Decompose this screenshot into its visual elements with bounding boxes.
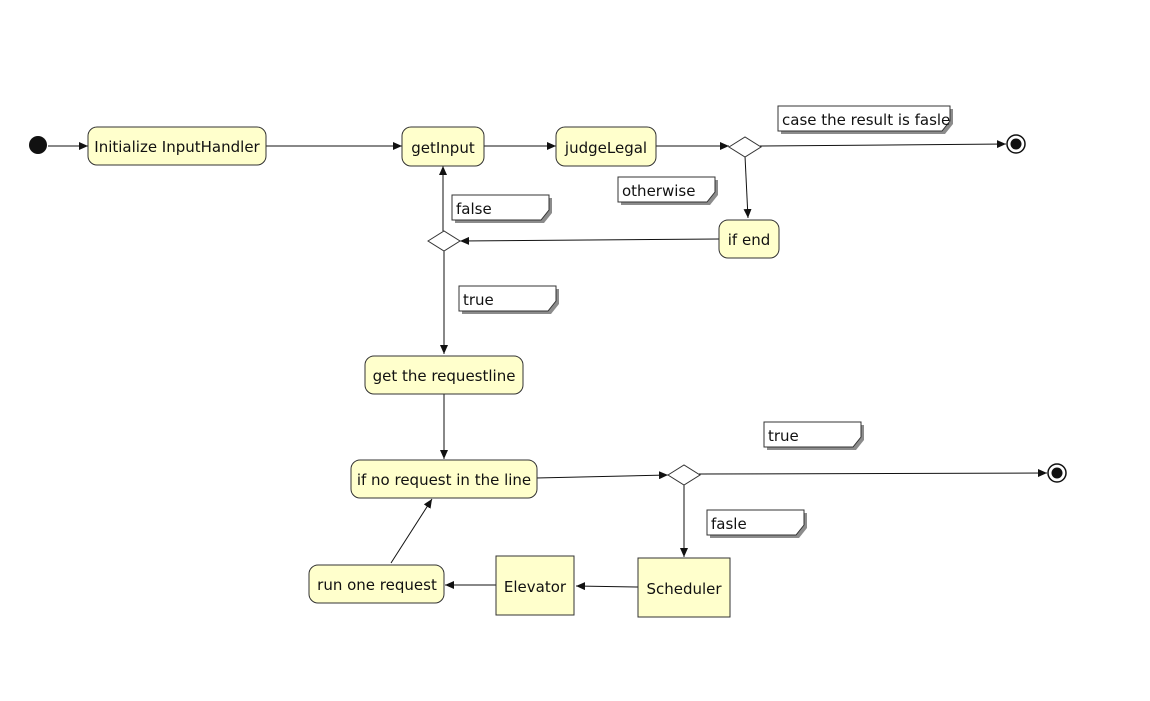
decision-legal xyxy=(728,136,762,158)
decision-end xyxy=(427,230,461,252)
note-false: false xyxy=(451,194,552,223)
edge-decision-to-end-top xyxy=(759,140,1007,149)
node-getinput-label: getInput xyxy=(411,139,475,157)
node-run-one-request-label: run one request xyxy=(317,576,437,594)
note-true-down-text: true xyxy=(463,291,494,309)
edge-ifend-to-decision2 xyxy=(459,236,720,245)
note-true-right: true xyxy=(763,421,864,450)
node-elevator: Elevator xyxy=(495,555,575,616)
note-otherwise: otherwise xyxy=(617,176,718,205)
note-true-right-text: true xyxy=(768,427,799,445)
node-judgelegal: judgeLegal xyxy=(555,126,657,167)
node-scheduler: Scheduler xyxy=(637,557,731,618)
note-true-down: true xyxy=(458,285,559,314)
note-case-false: case the result is fasle xyxy=(777,105,953,134)
node-initialize-inputhandler-label: Initialize InputHandler xyxy=(94,138,260,156)
node-if-no-request: if no request in the line xyxy=(350,459,538,499)
end-node-bottom xyxy=(1047,463,1067,483)
note-fasle-text: fasle xyxy=(711,515,747,533)
edge-decision-to-ifend xyxy=(743,155,752,219)
node-run-one-request: run one request xyxy=(308,564,445,604)
end-node-top xyxy=(1006,134,1026,154)
node-if-end-label: if end xyxy=(728,231,770,249)
node-if-end: if end xyxy=(718,219,780,259)
note-case-false-text: case the result is fasle xyxy=(782,111,950,129)
node-initialize-inputhandler: Initialize InputHandler xyxy=(87,126,267,166)
node-get-requestline: get the requestline xyxy=(364,355,524,395)
node-getinput: getInput xyxy=(401,126,485,167)
node-scheduler-label: Scheduler xyxy=(646,580,722,598)
decision-request xyxy=(667,464,701,486)
note-fasle: fasle xyxy=(706,509,807,538)
start-node xyxy=(29,136,47,154)
node-get-requestline-label: get the requestline xyxy=(373,367,516,385)
note-otherwise-text: otherwise xyxy=(622,182,695,200)
node-elevator-label: Elevator xyxy=(504,578,567,596)
node-judgelegal-label: judgeLegal xyxy=(564,139,647,157)
edge-decision3-to-end-bottom xyxy=(698,469,1048,478)
edge-scheduler-to-elevator xyxy=(575,582,639,591)
note-false-text: false xyxy=(456,200,492,218)
node-if-no-request-label: if no request in the line xyxy=(357,471,531,489)
edge-runone-to-ifnorequest xyxy=(390,498,433,564)
edge-ifnorequest-to-decision3 xyxy=(535,471,669,480)
